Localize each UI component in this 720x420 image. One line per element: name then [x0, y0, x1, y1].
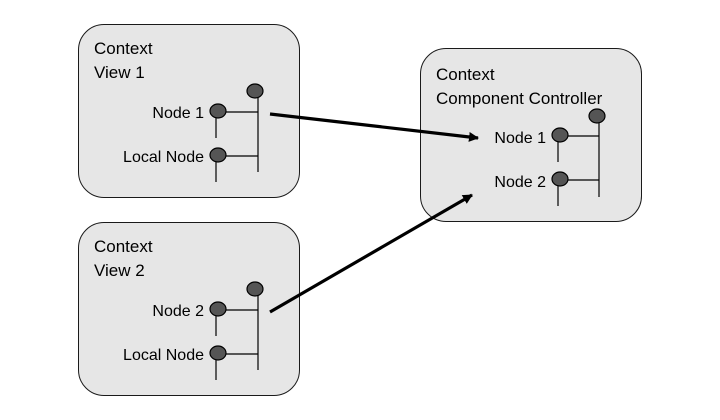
node-label-controller-node1: Node 1 [494, 130, 546, 147]
node-label-view2-node2: Node 2 [152, 303, 204, 320]
arrow-view2-node2-to-controller-node2 [269, 193, 473, 314]
context-component-controller-title: Context Component Controller [436, 63, 602, 111]
node-icon [209, 147, 227, 163]
node-label-view1-node1: Node 1 [152, 105, 204, 122]
node-label-view1-local: Local Node [123, 149, 204, 166]
node-icon [551, 171, 569, 187]
context-view-1-box: Context View 1 [78, 24, 300, 198]
node-label-controller-node2: Node 2 [494, 174, 546, 191]
arrow-view1-node1-to-controller-node1 [269, 112, 479, 142]
node-icon [551, 127, 569, 143]
title-line: Context [94, 39, 153, 58]
context-view-2-box: Context View 2 [78, 222, 300, 396]
title-line: View 2 [94, 261, 145, 280]
title-line: View 1 [94, 63, 145, 82]
root-node-icon [246, 83, 264, 99]
node-icon [209, 103, 227, 119]
node-icon [209, 345, 227, 361]
context-view-2-title: Context View 2 [94, 235, 153, 283]
title-line: Context [436, 65, 495, 84]
tree-view1 [209, 83, 264, 182]
root-node-icon [588, 108, 606, 124]
node-icon [209, 301, 227, 317]
root-node-icon [246, 281, 264, 297]
title-line: Context [94, 237, 153, 256]
title-line: Component Controller [436, 89, 603, 108]
node-label-view2-local: Local Node [123, 347, 204, 364]
tree-view2 [209, 281, 264, 380]
context-component-controller-box: Context Component Controller [420, 48, 642, 222]
tree-controller [551, 108, 606, 206]
context-view-1-title: Context View 1 [94, 37, 153, 85]
